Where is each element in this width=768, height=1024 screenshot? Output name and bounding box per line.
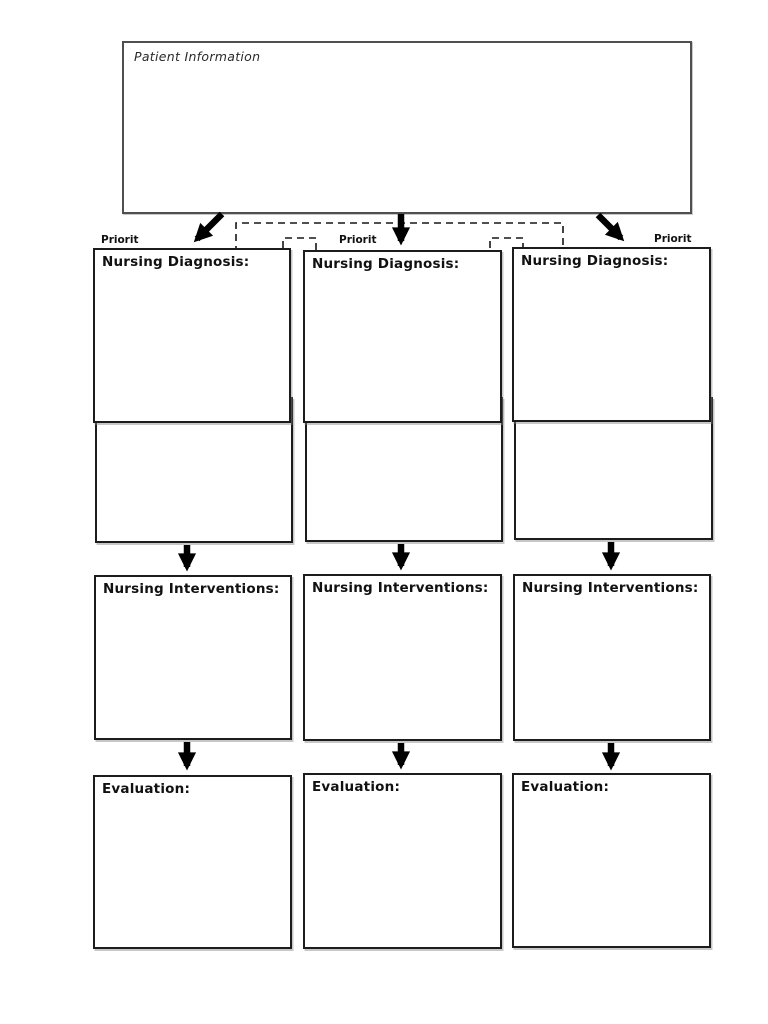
nursing-interventions-label-1: Nursing Interventions:	[103, 581, 280, 597]
nursing-interventions-box-1[interactable]: Nursing Interventions:	[94, 575, 292, 740]
evaluation-label-3: Evaluation:	[521, 779, 610, 795]
priority-label-1: Priorit	[101, 234, 139, 246]
nursing-diagnosis-label-1: Nursing Diagnosis:	[102, 254, 250, 270]
nursing-diagnosis-label-3: Nursing Diagnosis:	[521, 253, 669, 269]
patient-information-box[interactable]: Patient Information	[122, 41, 692, 214]
nursing-diagnosis-label-2: Nursing Diagnosis:	[312, 256, 460, 272]
nursing-interventions-label-2: Nursing Interventions:	[312, 580, 489, 596]
evaluation-label-1: Evaluation:	[102, 781, 191, 797]
nursing-diagnosis-box-3[interactable]: Nursing Diagnosis:	[512, 247, 711, 422]
nursing-diagnosis-box-2[interactable]: Nursing Diagnosis:	[303, 250, 502, 423]
nursing-diagnosis-box-1[interactable]: Nursing Diagnosis:	[93, 248, 291, 423]
nursing-interventions-box-2[interactable]: Nursing Interventions:	[303, 574, 502, 741]
evaluation-box-2[interactable]: Evaluation:	[303, 773, 502, 949]
nursing-interventions-label-3: Nursing Interventions:	[522, 580, 699, 596]
arrow-patient-to-diagnosis-3	[595, 212, 625, 242]
priority-label-2: Priorit	[339, 234, 377, 246]
evaluation-box-3[interactable]: Evaluation:	[512, 773, 711, 948]
nursing-interventions-box-3[interactable]: Nursing Interventions:	[513, 574, 711, 741]
evaluation-box-1[interactable]: Evaluation:	[93, 775, 292, 949]
evaluation-label-2: Evaluation:	[312, 779, 401, 795]
arrow-patient-to-diagnosis-1	[193, 211, 225, 243]
patient-information-label: Patient Information	[134, 49, 261, 64]
priority-label-3: Priorit	[654, 233, 692, 245]
